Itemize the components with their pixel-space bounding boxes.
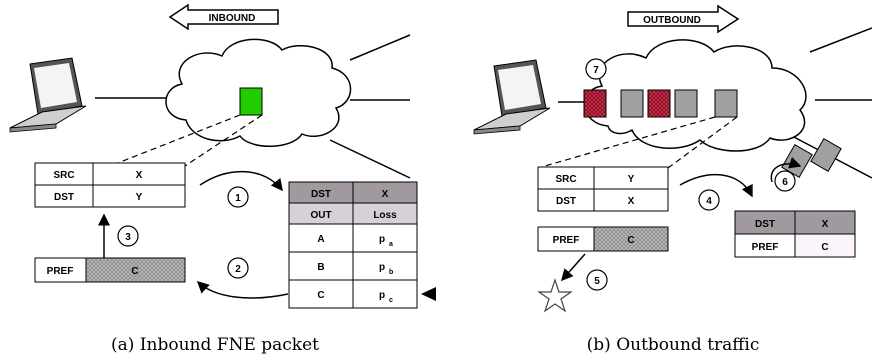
marked-packet xyxy=(647,89,671,118)
packet-header-b: SRC Y DST X xyxy=(537,166,669,212)
network-links-a xyxy=(95,34,411,179)
outbound-label: OUTBOUND xyxy=(643,15,701,26)
step-4: 4 xyxy=(698,189,720,211)
dst-val-a: Y xyxy=(136,192,143,203)
src-key-a: SRC xyxy=(53,170,74,181)
packet-header-a: SRC X DST Y xyxy=(34,162,186,208)
svg-text:6: 6 xyxy=(782,177,788,188)
dst-key-a: DST xyxy=(54,192,74,203)
pref-row-b: PREF C xyxy=(537,226,669,252)
step-7: 7 xyxy=(585,58,607,80)
loss-row-a-val: p xyxy=(379,234,385,245)
loss-row-a-out: A xyxy=(317,234,324,245)
svg-text:2: 2 xyxy=(235,264,241,275)
loss-header-x: X xyxy=(382,189,389,200)
inbound-arrow: INBOUND xyxy=(168,3,279,31)
caption-b: (b) Outbound traffic xyxy=(587,335,760,355)
caption-a: (a) Inbound FNE packet xyxy=(111,335,319,355)
pref-table-x: X xyxy=(822,219,829,230)
packet xyxy=(810,138,842,172)
loss-sub-loss: Loss xyxy=(373,210,397,221)
pref-key-b: PREF xyxy=(553,235,580,246)
inbound-label: INBOUND xyxy=(209,13,256,24)
laptop-icon xyxy=(9,57,87,133)
pref-row-a: PREF C xyxy=(34,257,186,283)
src-val-a: X xyxy=(136,170,143,181)
src-key-b: SRC xyxy=(555,174,576,185)
laptop-icon xyxy=(473,59,551,135)
star-icon xyxy=(537,278,573,313)
loss-row-c-val: p xyxy=(379,290,385,301)
step-5: 5 xyxy=(586,269,608,291)
pref-val-b: C xyxy=(627,235,634,246)
pref-table-pref: PREF xyxy=(752,242,779,253)
pref-table-dst: DST xyxy=(755,219,775,230)
svg-text:1: 1 xyxy=(235,193,241,204)
svg-text:7: 7 xyxy=(593,65,599,76)
dst-key-b: DST xyxy=(556,196,576,207)
packet xyxy=(714,89,738,118)
packet xyxy=(674,89,698,118)
dst-val-b: X xyxy=(628,196,635,207)
svg-text:5: 5 xyxy=(594,276,600,287)
step-6: 6 xyxy=(774,170,796,192)
step-3: 3 xyxy=(117,225,139,247)
src-val-b: Y xyxy=(628,174,635,185)
loss-table: DST X OUT Loss A p a B p b C p c xyxy=(288,181,418,309)
loss-row-b-val: p xyxy=(379,262,385,273)
pref-key-a: PREF xyxy=(47,266,74,277)
loss-header-dst: DST xyxy=(311,189,331,200)
outbound-arrow: OUTBOUND xyxy=(627,4,740,34)
loss-row-a-sub: a xyxy=(389,241,393,248)
loss-row-b-sub: b xyxy=(389,269,393,276)
selected-row-pointer xyxy=(421,287,436,301)
panel-a: INBOUND SRC X DST xyxy=(9,3,436,355)
panel-b: OUTBOUND 7 xyxy=(473,4,872,355)
step-1: 1 xyxy=(227,186,249,208)
pref-table-c: C xyxy=(821,242,828,253)
fne-packet xyxy=(239,87,263,116)
pref-val-a: C xyxy=(131,266,138,277)
svg-text:3: 3 xyxy=(125,232,131,243)
loss-row-c-sub: c xyxy=(389,297,393,304)
packet xyxy=(620,89,644,118)
step-2: 2 xyxy=(227,257,249,279)
loss-row-b-out: B xyxy=(317,262,324,273)
pref-table: DST X PREF C xyxy=(734,210,856,258)
svg-text:4: 4 xyxy=(706,196,712,207)
loss-row-c-out: C xyxy=(317,290,324,301)
marked-packet xyxy=(583,89,607,118)
loss-sub-out: OUT xyxy=(310,210,331,221)
